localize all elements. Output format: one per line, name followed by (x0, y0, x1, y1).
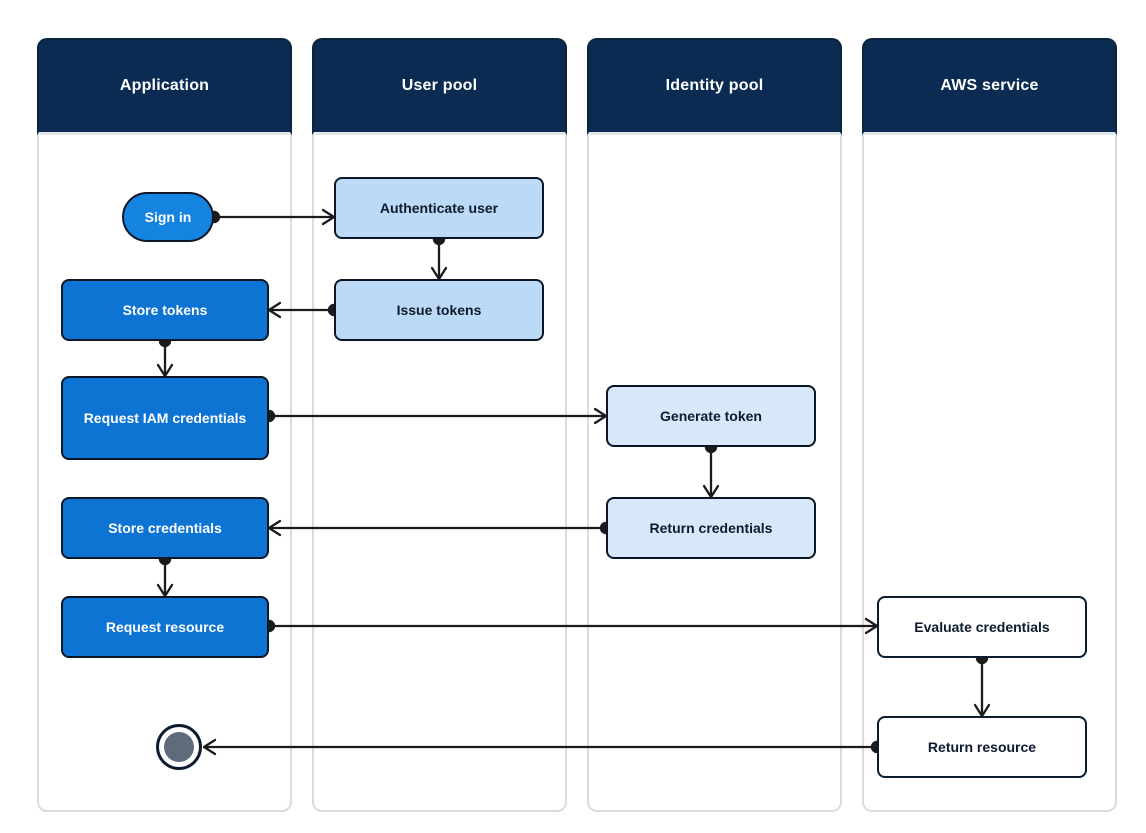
flow-end-terminal-core (164, 732, 194, 762)
node-issue-tokens: Issue tokens (334, 279, 544, 341)
lane-user-pool: User pool (312, 38, 567, 812)
lane-header-identity-pool: Identity pool (587, 38, 842, 135)
flow-end-terminal (156, 724, 202, 770)
node-label: Generate token (660, 407, 762, 424)
node-return-resource: Return resource (877, 716, 1087, 778)
node-return-credentials: Return credentials (606, 497, 816, 559)
lane-title: Identity pool (665, 77, 764, 94)
node-label: Store credentials (108, 519, 222, 536)
node-label: Store tokens (122, 301, 208, 318)
lane-title: Application (119, 77, 210, 94)
node-label: Return resource (927, 738, 1037, 755)
node-label: Sign in (144, 208, 192, 225)
lane-title: AWS service (940, 77, 1039, 94)
node-label: Request IAM credentials (83, 409, 247, 426)
lane-header-aws-service: AWS service (862, 38, 1117, 135)
node-store-tokens: Store tokens (61, 279, 269, 341)
node-request-iam-credentials: Request IAM credentials (61, 376, 269, 460)
node-evaluate-credentials: Evaluate credentials (877, 596, 1087, 658)
lane-header-user-pool: User pool (312, 38, 567, 135)
node-label: Issue tokens (396, 301, 482, 318)
node-label: Return credentials (649, 519, 773, 536)
node-label: Authenticate user (379, 199, 499, 216)
node-label: Evaluate credentials (914, 618, 1050, 635)
node-authenticate-user: Authenticate user (334, 177, 544, 239)
node-store-credentials: Store credentials (61, 497, 269, 559)
node-generate-token: Generate token (606, 385, 816, 447)
node-request-resource: Request resource (61, 596, 269, 658)
lane-aws-service: AWS service (862, 38, 1117, 812)
node-sign-in: Sign in (122, 192, 214, 242)
lane-header-application: Application (37, 38, 292, 135)
node-label: Request resource (105, 618, 225, 635)
lane-title: User pool (401, 77, 478, 94)
